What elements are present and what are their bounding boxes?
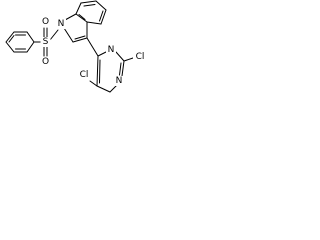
atom-oxygen-bottom: O <box>40 57 51 67</box>
chemical-structure: S O O N N N Cl Cl <box>5 0 147 93</box>
atom-indole-nitrogen: N <box>56 19 66 29</box>
svg-text:Cl: Cl <box>136 52 145 62</box>
atom-pyrimidine-nitrogen-top: N <box>106 45 116 55</box>
atom-chlorine-left: Cl <box>77 70 91 80</box>
indole-pyrimidine-bond <box>86 37 99 57</box>
sulfur-nitrogen-bond <box>49 29 59 41</box>
svg-text:N: N <box>108 45 115 55</box>
indole-benzene-ring <box>75 0 107 25</box>
svg-text:N: N <box>58 19 65 29</box>
phenyl-ring <box>5 31 35 53</box>
atom-sulfur: S <box>40 37 51 47</box>
svg-text:N: N <box>116 76 123 86</box>
chlorine-bonds <box>89 57 134 87</box>
pyrimidine-ring <box>96 51 125 93</box>
sulfonyl-oxygen-bonds <box>43 27 48 57</box>
atom-chlorine-right: Cl <box>133 52 147 62</box>
atom-oxygen-top: O <box>40 17 51 27</box>
svg-text:S: S <box>43 37 49 47</box>
svg-text:O: O <box>42 17 49 27</box>
svg-text:O: O <box>42 57 49 67</box>
svg-text:Cl: Cl <box>80 70 89 80</box>
atom-pyrimidine-nitrogen-bottom: N <box>114 76 124 86</box>
pyrrole-ring <box>63 13 88 43</box>
